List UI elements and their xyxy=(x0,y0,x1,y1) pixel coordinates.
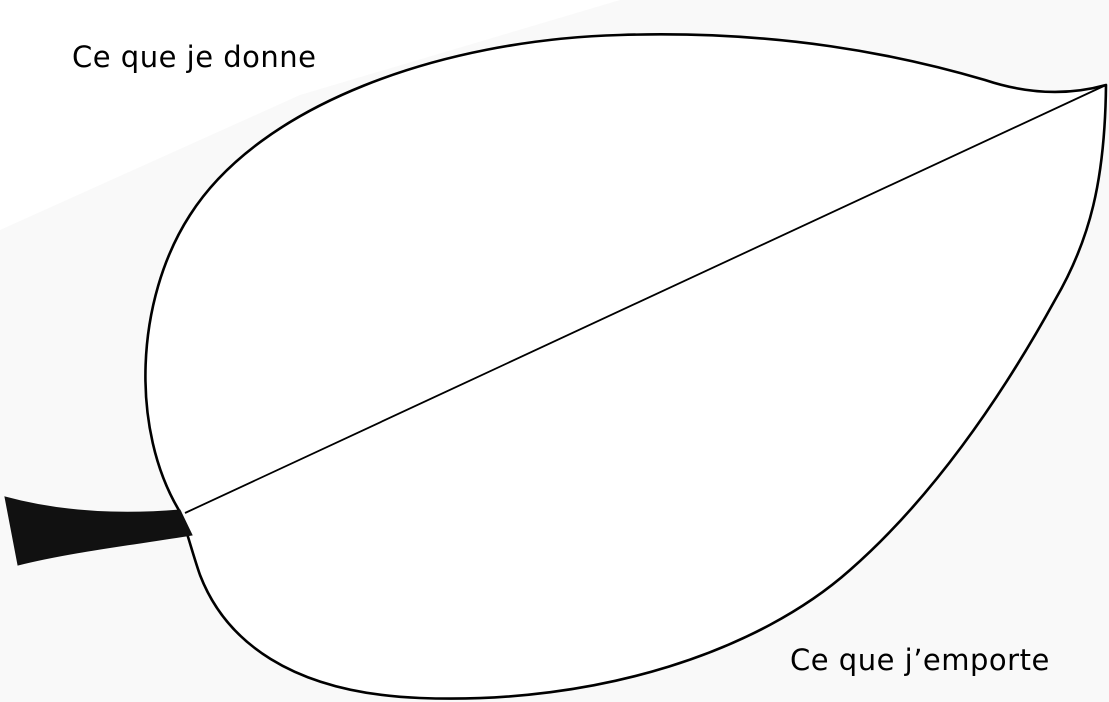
top-half-label: Ce que je donne xyxy=(72,40,317,74)
bottom-half-label: Ce que j’emporte xyxy=(790,643,1050,677)
